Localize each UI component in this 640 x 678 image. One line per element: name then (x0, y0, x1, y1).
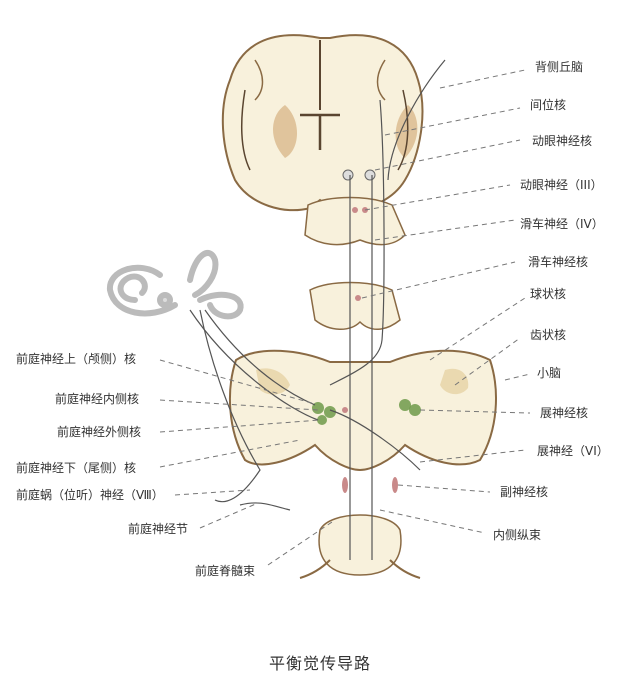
inner-ear (107, 250, 244, 320)
label-abducens-nucleus: 展神经核 (540, 406, 589, 420)
pons-section (309, 281, 401, 330)
diagram-title: 平衡觉传导路 (268, 654, 371, 673)
label-oculomotor-nerve: 动眼神经（III） (520, 178, 603, 192)
label-inferior-vestibular-nucleus: 前庭神经下（尾侧）核 (16, 461, 137, 475)
label-abducens-nerve: 展神经（VI） (537, 444, 609, 458)
label-dentate-nucleus: 齿状核 (530, 328, 567, 342)
label-trochlear-nerve: 滑车神经（IV） (520, 217, 604, 231)
label-vestibular-ganglion: 前庭神经节 (128, 522, 189, 536)
tracts (189, 59, 446, 560)
cerebrum-section (221, 34, 424, 212)
label-vestibulocochlear-nerve: 前庭蜗（位听）神经（Ⅷ） (16, 488, 164, 502)
label-cerebellum: 小脑 (537, 366, 562, 380)
label-vestibulospinal-tract: 前庭脊髓束 (195, 564, 256, 578)
label-globose-nucleus: 球状核 (530, 287, 567, 301)
label-medial-vestibular-nucleus: 前庭神经内侧核 (55, 392, 140, 406)
leader-lines-right (361, 69, 531, 534)
midbrain-section (304, 196, 406, 246)
label-trochlear-nucleus: 滑车神经核 (528, 255, 589, 269)
label-dorsal-thalamus: 背侧丘脑 (535, 60, 584, 74)
medulla-cerebellum-section (228, 349, 497, 493)
label-medial-longitudinal-fasciculus: 内侧纵束 (493, 528, 542, 542)
label-interstitial-nucleus: 间位核 (530, 98, 567, 112)
spinal-cord-section (299, 514, 421, 579)
label-lateral-vestibular-nucleus: 前庭神经外侧核 (57, 425, 142, 439)
label-accessory-nucleus: 副神经核 (500, 485, 549, 499)
label-oculomotor-nucleus: 动眼神经核 (532, 134, 593, 148)
leader-lines-left (159, 359, 336, 566)
label-superior-vestibular-nucleus: 前庭神经上（颅侧）核 (16, 352, 137, 366)
